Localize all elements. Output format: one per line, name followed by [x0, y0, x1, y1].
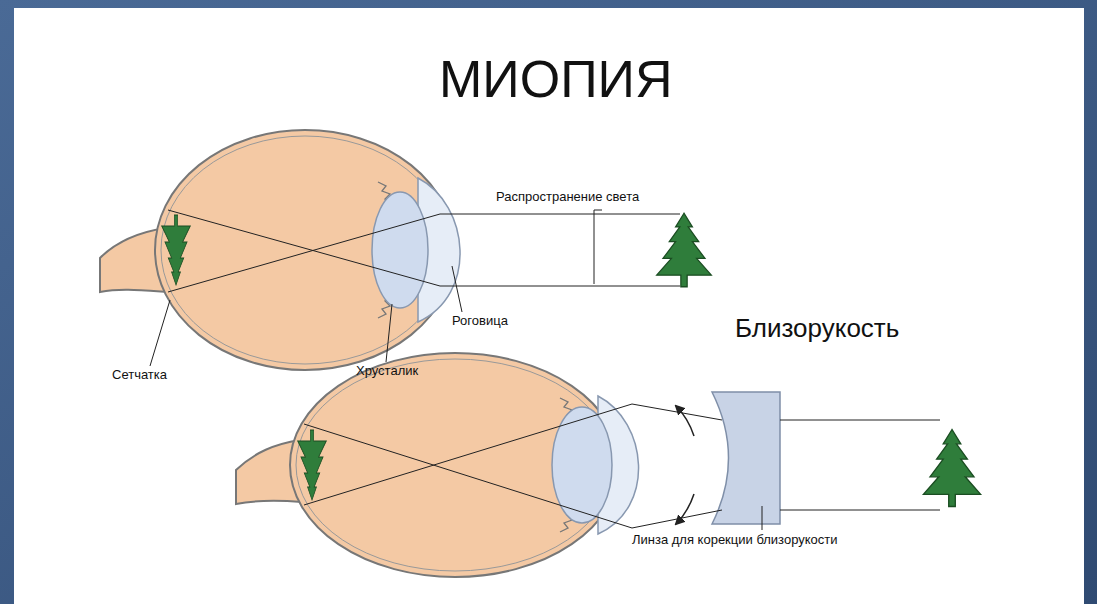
white-panel — [14, 8, 1084, 604]
part-label: Роговица — [452, 314, 508, 329]
light-ray — [304, 424, 722, 528]
retina-image — [162, 215, 191, 285]
light-ray — [440, 286, 680, 287]
sclera-line — [296, 359, 614, 571]
eyeball — [155, 130, 455, 370]
part-label: Линза для корекции близорукости — [632, 533, 838, 548]
divergence-arrow — [676, 406, 694, 436]
part-label: Сетчатка — [112, 368, 167, 383]
leader-line — [150, 300, 170, 366]
divergence-arrow — [676, 494, 694, 524]
crystalline-lens — [372, 192, 428, 308]
eye-myopic — [100, 130, 711, 370]
concave-lens — [712, 392, 780, 524]
light-ray — [168, 210, 440, 286]
eyeball — [290, 353, 620, 577]
leader-line — [762, 506, 763, 530]
light-ray — [168, 214, 440, 292]
leader-line — [452, 266, 462, 312]
retina-image — [298, 430, 327, 500]
light-ray — [440, 214, 680, 215]
part-label: Распространение света — [496, 190, 639, 205]
eye-corrected — [236, 353, 981, 577]
part-label: Хрусталик — [356, 364, 418, 379]
subtitle: Близорукость — [735, 314, 899, 344]
sclera-line — [161, 136, 449, 364]
light-ray — [780, 510, 940, 511]
leader-line — [594, 210, 602, 284]
tree-object — [657, 213, 712, 287]
title: МИОПИЯ — [439, 50, 672, 110]
tree-object — [923, 430, 980, 507]
light-ray — [780, 420, 940, 421]
leader-line — [386, 304, 392, 362]
